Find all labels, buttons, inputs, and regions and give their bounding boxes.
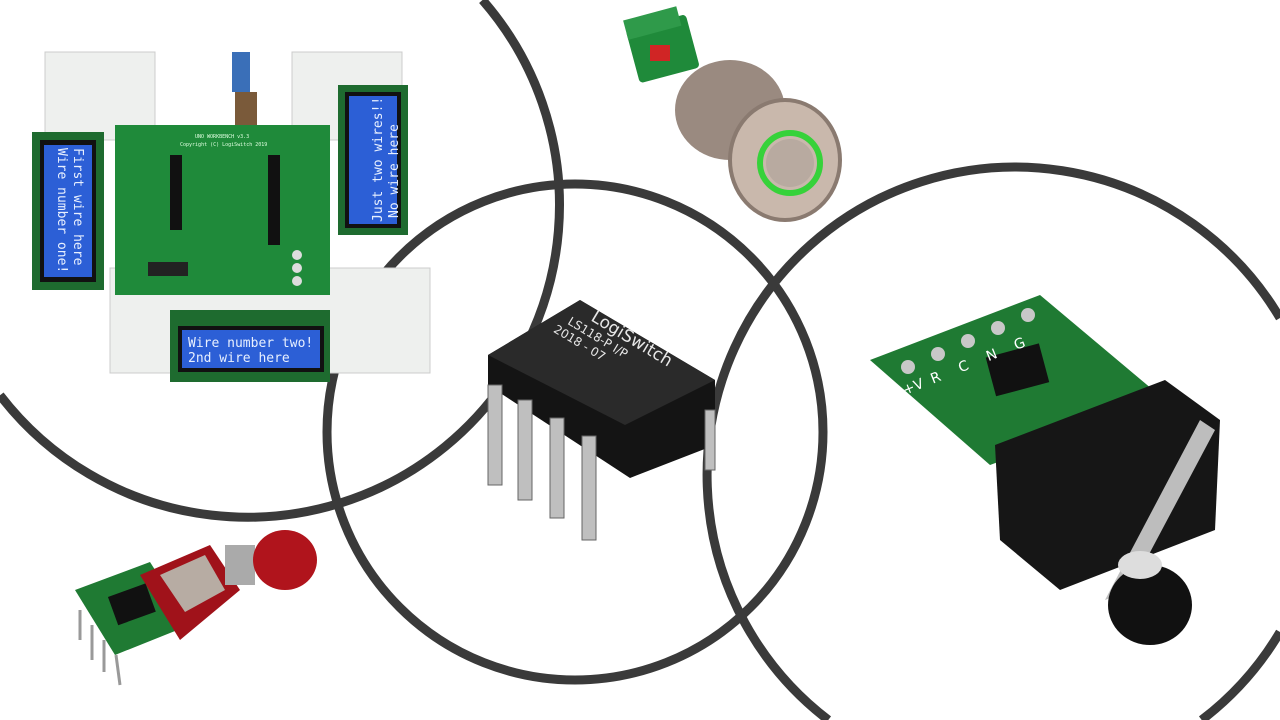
dip-chip-photo: LogiSwitch LS118-P I/P 2018 - 07	[487, 300, 716, 541]
lcd-bottom-line1: Wire number two!	[188, 336, 313, 351]
microswitch-board-photo: +V R C N G	[870, 295, 1220, 645]
lcd-right-line2: No wire here	[387, 124, 402, 218]
illuminated-pushbutton-photo	[623, 6, 842, 222]
ring-microswitch	[702, 162, 1280, 720]
lcd-right-line1: Just two wires!!	[371, 97, 386, 222]
lcd-left-line2: First wire here	[70, 148, 85, 266]
red-pushbutton-photo	[75, 530, 317, 686]
board-copyright: Copyright (C) LogiSwitch 2019	[180, 142, 267, 148]
ring-workbench	[0, 0, 564, 522]
pin-label-v: +V	[901, 376, 927, 399]
lcd-bottom-line2: 2nd wire here	[188, 351, 290, 366]
uno-workbench-photo: UNO WORKBENCH v3.3 Copyright (C) LogiSwi…	[32, 51, 431, 382]
ring-chip	[322, 179, 828, 685]
lcd-left-line1: Wire number one!	[54, 148, 69, 273]
board-title: UNO WORKBENCH v3.3	[195, 134, 249, 140]
